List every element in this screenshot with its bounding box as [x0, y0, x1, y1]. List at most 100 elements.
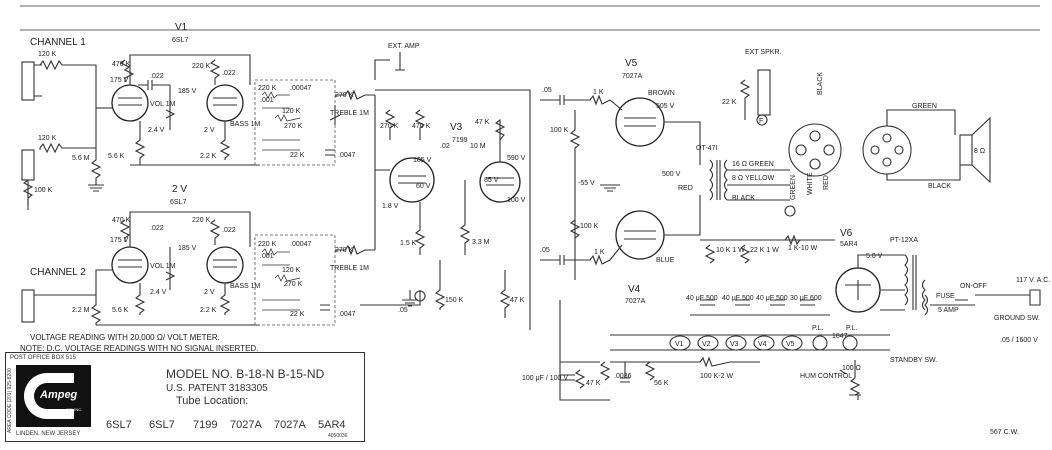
heater-v1: V1: [675, 341, 684, 348]
r-470k-v3: 470 K: [412, 123, 431, 130]
r-56k-b: 56 K: [654, 380, 669, 387]
ac-plug: [975, 289, 1041, 306]
speaker-socket: [788, 123, 842, 177]
v6-label: V6: [840, 228, 853, 239]
ac-label: 117 V. A.C.: [1016, 277, 1050, 284]
v6-type: 5AR4: [840, 241, 858, 248]
r-22k-1w: 22 K 1 W: [750, 247, 779, 254]
v2-label: 2 V: [172, 184, 187, 195]
c-40uf-b: 40 μF 500: [722, 295, 754, 302]
v-2.4-v2: 2.4 V: [150, 289, 167, 296]
r-270k-v3: 270 K: [380, 123, 399, 130]
v-505: 505 V: [656, 103, 675, 110]
ohm16-label: 16 Ω GREEN: [732, 161, 774, 168]
power-transformer: [904, 254, 926, 311]
c-022-v2b: .022: [222, 227, 236, 234]
pl-label-a: P.L.: [812, 325, 824, 332]
v-50-v6: 5.0 V: [866, 253, 883, 260]
fuse-amp: 5 AMP: [938, 307, 959, 314]
tube-4: 7027A: [230, 419, 262, 431]
r-22k-tone1: 22 K: [290, 152, 305, 159]
f-label-a: F: [759, 118, 763, 125]
c-30uf: 30 μF 600: [790, 295, 822, 302]
ext-spkr-label: EXT SPKR.: [745, 49, 781, 56]
v-100-v3: 100 V: [507, 197, 526, 204]
v-500: 500 V: [662, 171, 681, 178]
brand-sub: CO. INC.: [66, 407, 83, 412]
v-1.8-v3: 1.8 V: [382, 203, 399, 210]
v-85-v3: 85 V: [484, 177, 499, 184]
r-100k-ch1: 100 K: [34, 187, 53, 194]
c-05-a: .05: [398, 307, 408, 314]
r-270k-tone2b: 270 K: [335, 247, 354, 254]
v-185-v1: 185 V: [178, 88, 197, 95]
c-0047-tone1: .0047: [338, 152, 356, 159]
channel-1-label: CHANNEL 1: [30, 37, 86, 48]
c-0036: .0036: [614, 373, 632, 380]
speaker-icon: [959, 116, 991, 184]
v-175-v2: 175 V: [110, 237, 129, 244]
r-22k-out: 22 K: [722, 99, 737, 106]
treble-v2: TREBLE 1M: [330, 265, 369, 272]
city: LINDEN, NEW JERSEY: [16, 431, 81, 437]
channel-2-label: CHANNEL 2: [30, 267, 86, 278]
c-05-v4: .05: [540, 247, 550, 254]
c-40uf-c: 40 μF 500: [756, 295, 788, 302]
v3-type: 7199: [452, 137, 468, 144]
onoff-label: ON-OFF: [960, 283, 987, 290]
r-22k-tone2: 22 K: [290, 311, 305, 318]
standby-label: STANDBY SW.: [890, 357, 937, 364]
v3-tube: [389, 157, 521, 203]
white-socket-label: WHITE: [807, 172, 814, 195]
v1-label: V1: [175, 22, 188, 33]
title-block: POST OFFICE BOX 515 Ampeg CO. INC. AREA …: [5, 352, 365, 442]
c-02-v3: .02: [440, 143, 450, 150]
r-120k-ch1-a: 120 K: [38, 51, 57, 58]
r-120k-ch1-b: 120 K: [38, 135, 57, 142]
po-box: POST OFFICE BOX 515: [10, 355, 76, 361]
tube-location: Tube Location:: [176, 395, 249, 407]
c-00047-tone1: .00047: [290, 85, 312, 92]
r-220k-tone1: 220 K: [258, 85, 277, 92]
channel-2-input-jack: [21, 269, 112, 323]
v-175-v1: 175 V: [110, 77, 129, 84]
r-10m-v3: 10 M: [470, 143, 486, 150]
r-1.5k-v3: 1.5 K: [400, 240, 417, 247]
r-10k-1w: 10 K 1 W: [716, 247, 745, 254]
r-100k-v5b: 100 K: [580, 223, 599, 230]
green-socket-label: GREEN: [790, 175, 797, 200]
ground-symbols: [402, 290, 859, 400]
heater-v2: V2: [702, 341, 711, 348]
model-number: MODEL NO. B-18-N B-15-ND: [166, 367, 325, 381]
black-plug-label: BLACK: [928, 183, 951, 190]
bass-v1: BASS 1M: [230, 121, 261, 128]
v5-label: V5: [625, 58, 638, 69]
r-120k-tone1: 120 K: [282, 108, 301, 115]
heater-v5: V5: [786, 341, 795, 348]
c-022-v2a: .022: [150, 225, 164, 232]
v-2.4-v1: 2.4 V: [148, 127, 165, 134]
v-185-v2: 185 V: [178, 245, 197, 252]
v5-tube-b: [615, 210, 665, 260]
v-55: -55 V: [578, 180, 595, 187]
tube-2: 6SL7: [149, 419, 175, 431]
tube-5: 7027A: [274, 419, 306, 431]
r-100k-v5a: 100 K: [550, 127, 569, 134]
r-220k-v1: 220 K: [192, 63, 211, 70]
v2-tube: [111, 246, 244, 284]
output-transformer: [709, 159, 728, 201]
r-150k: 150 K: [445, 297, 464, 304]
black-ot-label: BLACK: [732, 195, 755, 202]
doc-number: 4050036: [328, 433, 348, 439]
volt-note: VOLTAGE READING WITH 20,000 Ω/ VOLT METE…: [30, 333, 220, 342]
green-plug-label: GREEN: [912, 103, 937, 110]
ot-label: OT-47I: [696, 145, 717, 152]
c-100uf: 100 μF / 100 V: [522, 375, 568, 382]
patent: U.S. PATENT 3183305: [166, 383, 268, 394]
scale-ref: 567 C.W.: [990, 429, 1019, 436]
speaker-plug: [862, 125, 912, 175]
red-label: RED: [678, 185, 693, 192]
r-5.6k-v1: 5.6 K: [108, 153, 125, 160]
c-40uf-a: 40 μF 500: [686, 295, 718, 302]
r-47k-v3: 47 K: [475, 119, 490, 126]
